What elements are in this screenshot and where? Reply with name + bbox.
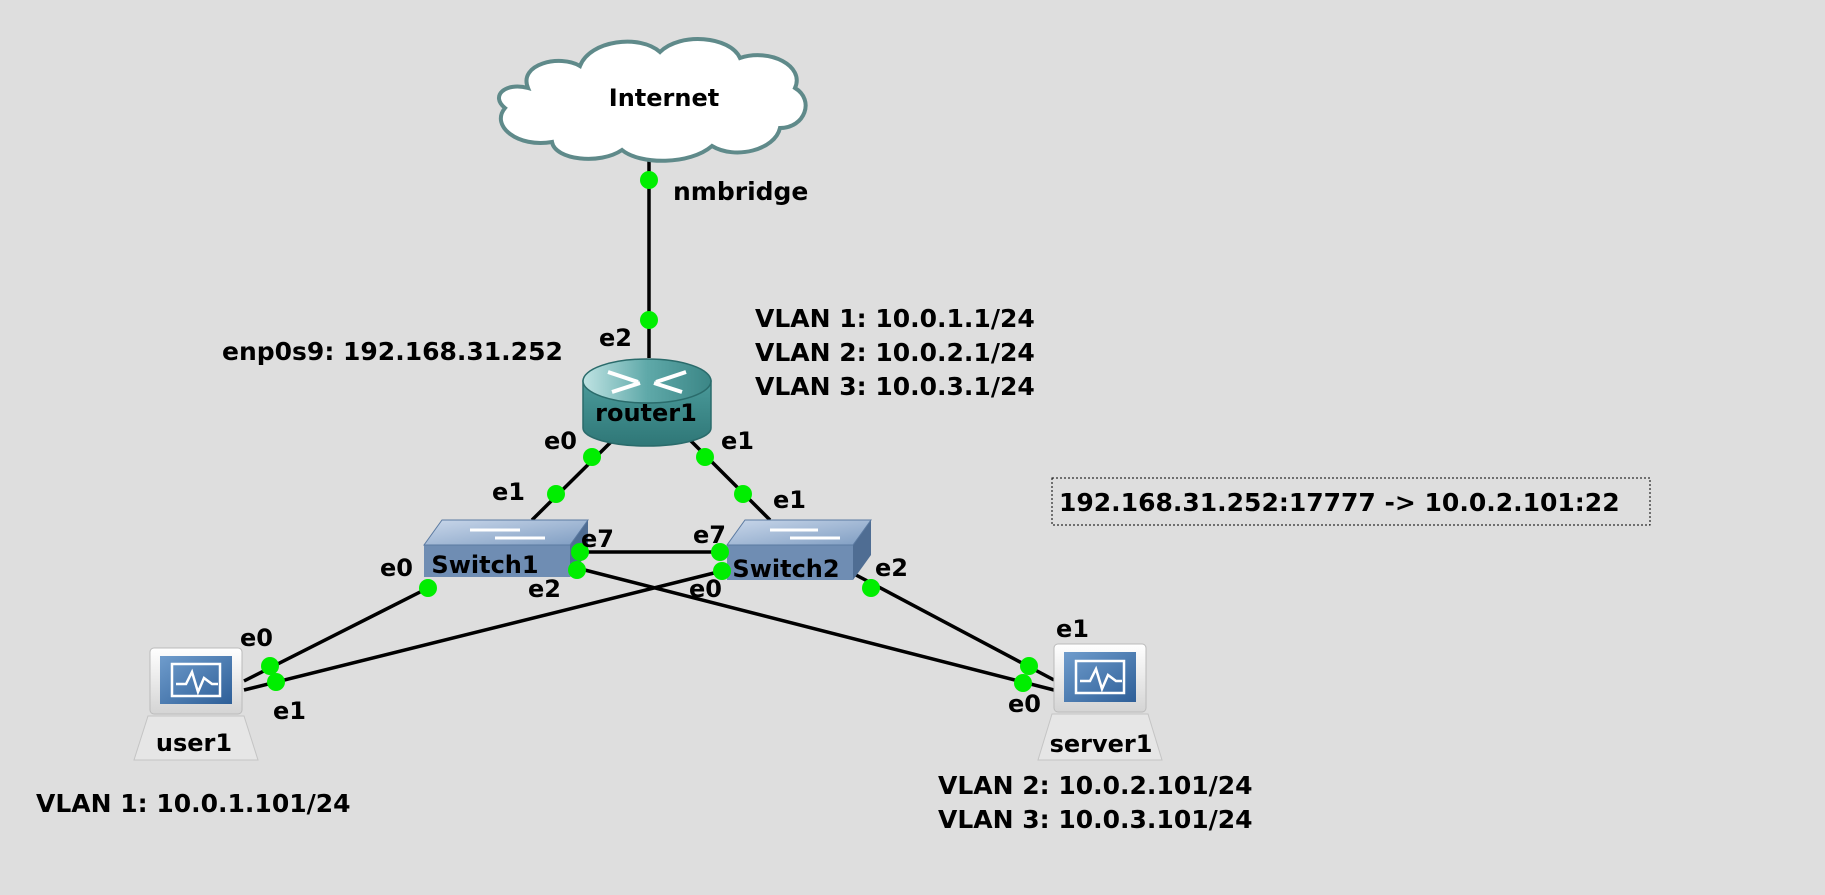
port-label-server1-e1: e1	[1056, 615, 1089, 643]
switch-icon	[726, 519, 872, 580]
port-dot-sw2-e7[interactable]	[711, 543, 729, 561]
port-label-router-e2: e2	[599, 324, 632, 352]
router-vlan-3-note: VLAN 3: 10.0.3.1/24	[755, 372, 1035, 401]
port-label-user1-e0: e0	[240, 624, 273, 652]
port-forward-note: 192.168.31.252:17777 -> 10.0.2.101:22	[1059, 488, 1620, 517]
port-label-sw2-e1: e1	[773, 486, 806, 514]
port-dot-router-e2[interactable]	[640, 311, 658, 329]
port-dot-server1-e1[interactable]	[1020, 657, 1038, 675]
port-dot-cloud[interactable]	[640, 171, 658, 189]
router-icon	[582, 358, 712, 447]
user1-node[interactable]: user1	[133, 647, 259, 761]
port-dot-router-e1[interactable]	[696, 448, 714, 466]
switch2-node[interactable]: Switch2	[726, 519, 872, 583]
port-label-user1-e1: e1	[273, 697, 306, 725]
switch1-label: Switch1	[431, 551, 538, 579]
port-label-router-e1: e1	[721, 427, 754, 455]
port-label-server1-e0: e0	[1008, 690, 1041, 718]
internet-label: Internet	[609, 84, 719, 112]
router1-label: router1	[595, 399, 697, 427]
link-switch2-user1[interactable]	[243, 569, 723, 692]
port-labels: nmbridge e2 e0 e1 e1 e7 e0 e2 e1 e7 e0 e…	[240, 177, 1089, 725]
port-dot-sw1-e0[interactable]	[419, 579, 437, 597]
port-label-router-e0: e0	[544, 427, 577, 455]
port-dots	[261, 171, 1038, 692]
annotations: enp0s9: 192.168.31.252 VLAN 1: 10.0.1.1/…	[36, 304, 1651, 834]
user1-vlan-note: VLAN 1: 10.0.1.101/24	[36, 789, 351, 818]
cloud-icon	[497, 37, 808, 163]
router-vlan-1-note: VLAN 1: 10.0.1.1/24	[755, 304, 1035, 333]
port-label-sw2-e2: e2	[875, 554, 908, 582]
workstation-icon	[1037, 643, 1163, 761]
link-switch1-server1[interactable]	[572, 565, 1055, 692]
switch1-node[interactable]: Switch1	[423, 519, 589, 579]
internet-node[interactable]: Internet	[497, 37, 808, 163]
port-label-sw1-e2: e2	[528, 575, 561, 603]
port-label-sw1-e1: e1	[492, 478, 525, 506]
port-dot-sw1-e7[interactable]	[571, 543, 589, 561]
port-dot-sw2-e2[interactable]	[862, 579, 880, 597]
port-dot-router-e0[interactable]	[583, 448, 601, 466]
port-label-sw1-e0: e0	[380, 554, 413, 582]
port-dot-sw1-e2[interactable]	[568, 561, 586, 579]
port-dot-user1-e1[interactable]	[267, 673, 285, 691]
port-dot-sw1-e1[interactable]	[547, 485, 565, 503]
server1-vlan-2-note: VLAN 2: 10.0.2.101/24	[938, 771, 1253, 800]
port-dot-sw2-e1[interactable]	[734, 485, 752, 503]
port-label-sw1-e7: e7	[581, 525, 614, 553]
router1-node[interactable]: router1	[582, 358, 712, 447]
port-forward-note-box	[1051, 477, 1651, 526]
port-dot-user1-e0[interactable]	[261, 657, 279, 675]
port-label-sw2-e7: e7	[693, 521, 726, 549]
workstation-icon	[133, 647, 259, 761]
port-label-sw2-e0: e0	[689, 575, 722, 603]
switch2-label: Switch2	[732, 555, 839, 583]
port-dot-sw2-e0[interactable]	[713, 562, 731, 580]
port-dot-server1-e0[interactable]	[1014, 674, 1032, 692]
server1-label: server1	[1050, 730, 1153, 758]
server1-node[interactable]: server1	[1037, 643, 1163, 761]
server1-vlan-3-note: VLAN 3: 10.0.3.101/24	[938, 805, 1253, 834]
port-label-nmbridge: nmbridge	[673, 177, 808, 206]
router-enp0s9-note: enp0s9: 192.168.31.252	[222, 337, 563, 366]
router-vlan-2-note: VLAN 2: 10.0.2.1/24	[755, 338, 1035, 367]
user1-label: user1	[156, 729, 232, 757]
